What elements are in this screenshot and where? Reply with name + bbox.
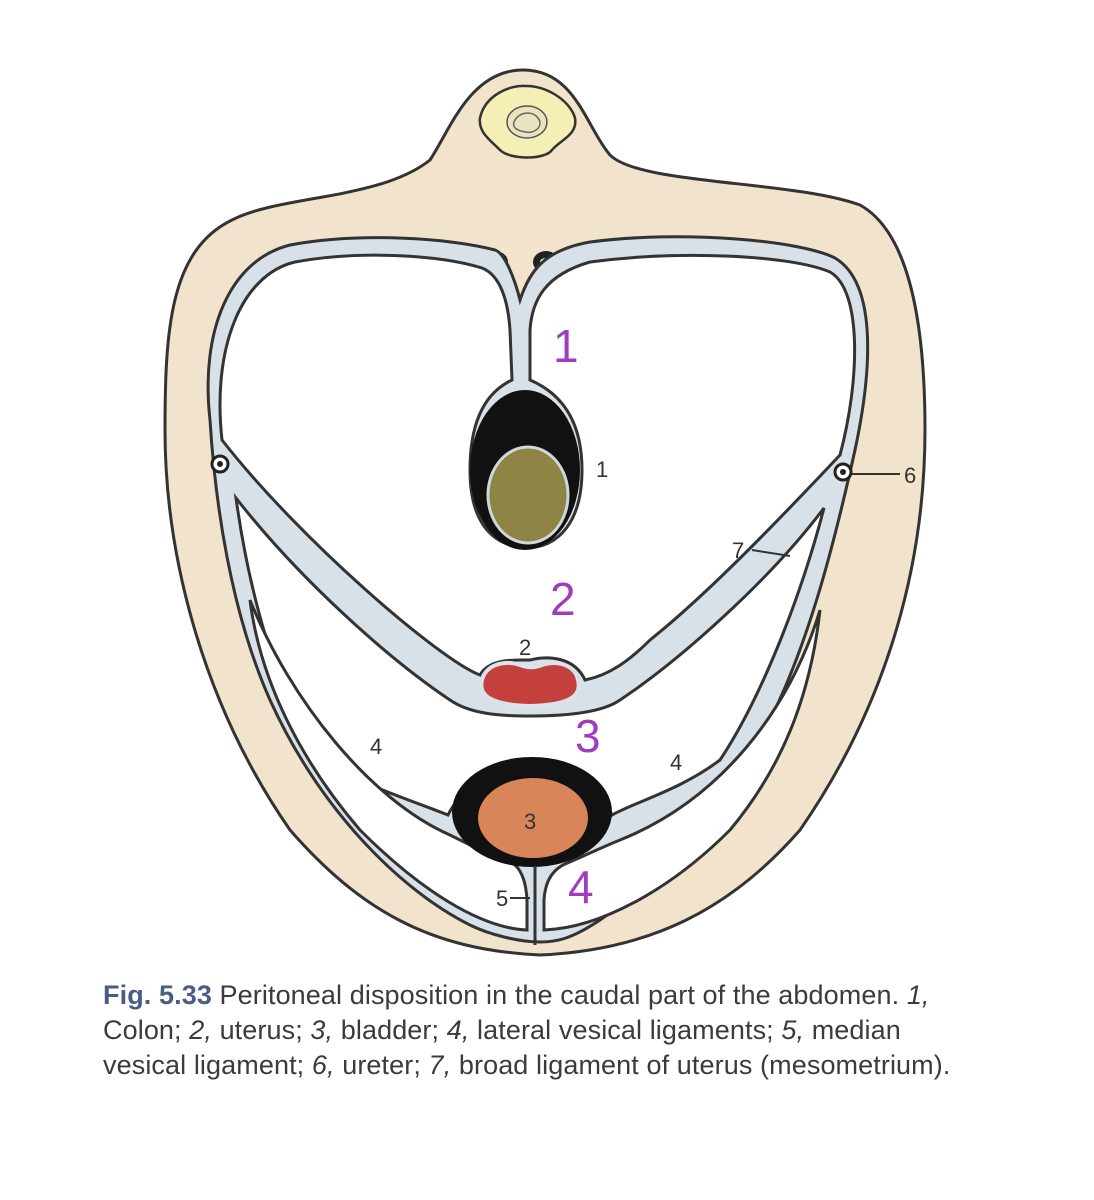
label-lateral-vesical-right: 4 [670,750,682,775]
uterus [479,660,581,709]
overlay-label-3: 3 [575,710,601,762]
label-lateral-vesical-left: 4 [370,734,382,759]
peritoneal-cavity-lower-left [248,599,529,932]
label-median-vesical: 5 [496,886,508,911]
bladder-lumen [478,778,588,858]
colon-lumen [486,445,570,545]
figure-caption: Fig. 5.33 Peritoneal disposition in the … [103,980,951,1080]
label-colon: 1 [596,457,608,482]
overlay-label-4: 4 [568,861,594,913]
label-uterus: 2 [519,635,531,660]
peritoneal-cavity-upper [218,253,857,682]
anatomy-figure: 1 2 3 4 4 5 6 7 1 2 3 4 [163,68,927,957]
peritoneal-cross-section-diagram: 1 2 3 4 4 5 6 7 1 2 3 4 [163,68,927,957]
figure-number: Fig. 5.33 [103,980,212,1010]
label-ureter: 6 [904,463,916,488]
peritoneal-cavity-lower-right [542,609,822,932]
spinal-cord [506,105,548,139]
overlay-label-1: 1 [553,320,579,372]
label-bladder: 3 [524,809,536,834]
overlay-label-2: 2 [550,573,576,625]
label-broad-ligament: 7 [732,538,744,563]
